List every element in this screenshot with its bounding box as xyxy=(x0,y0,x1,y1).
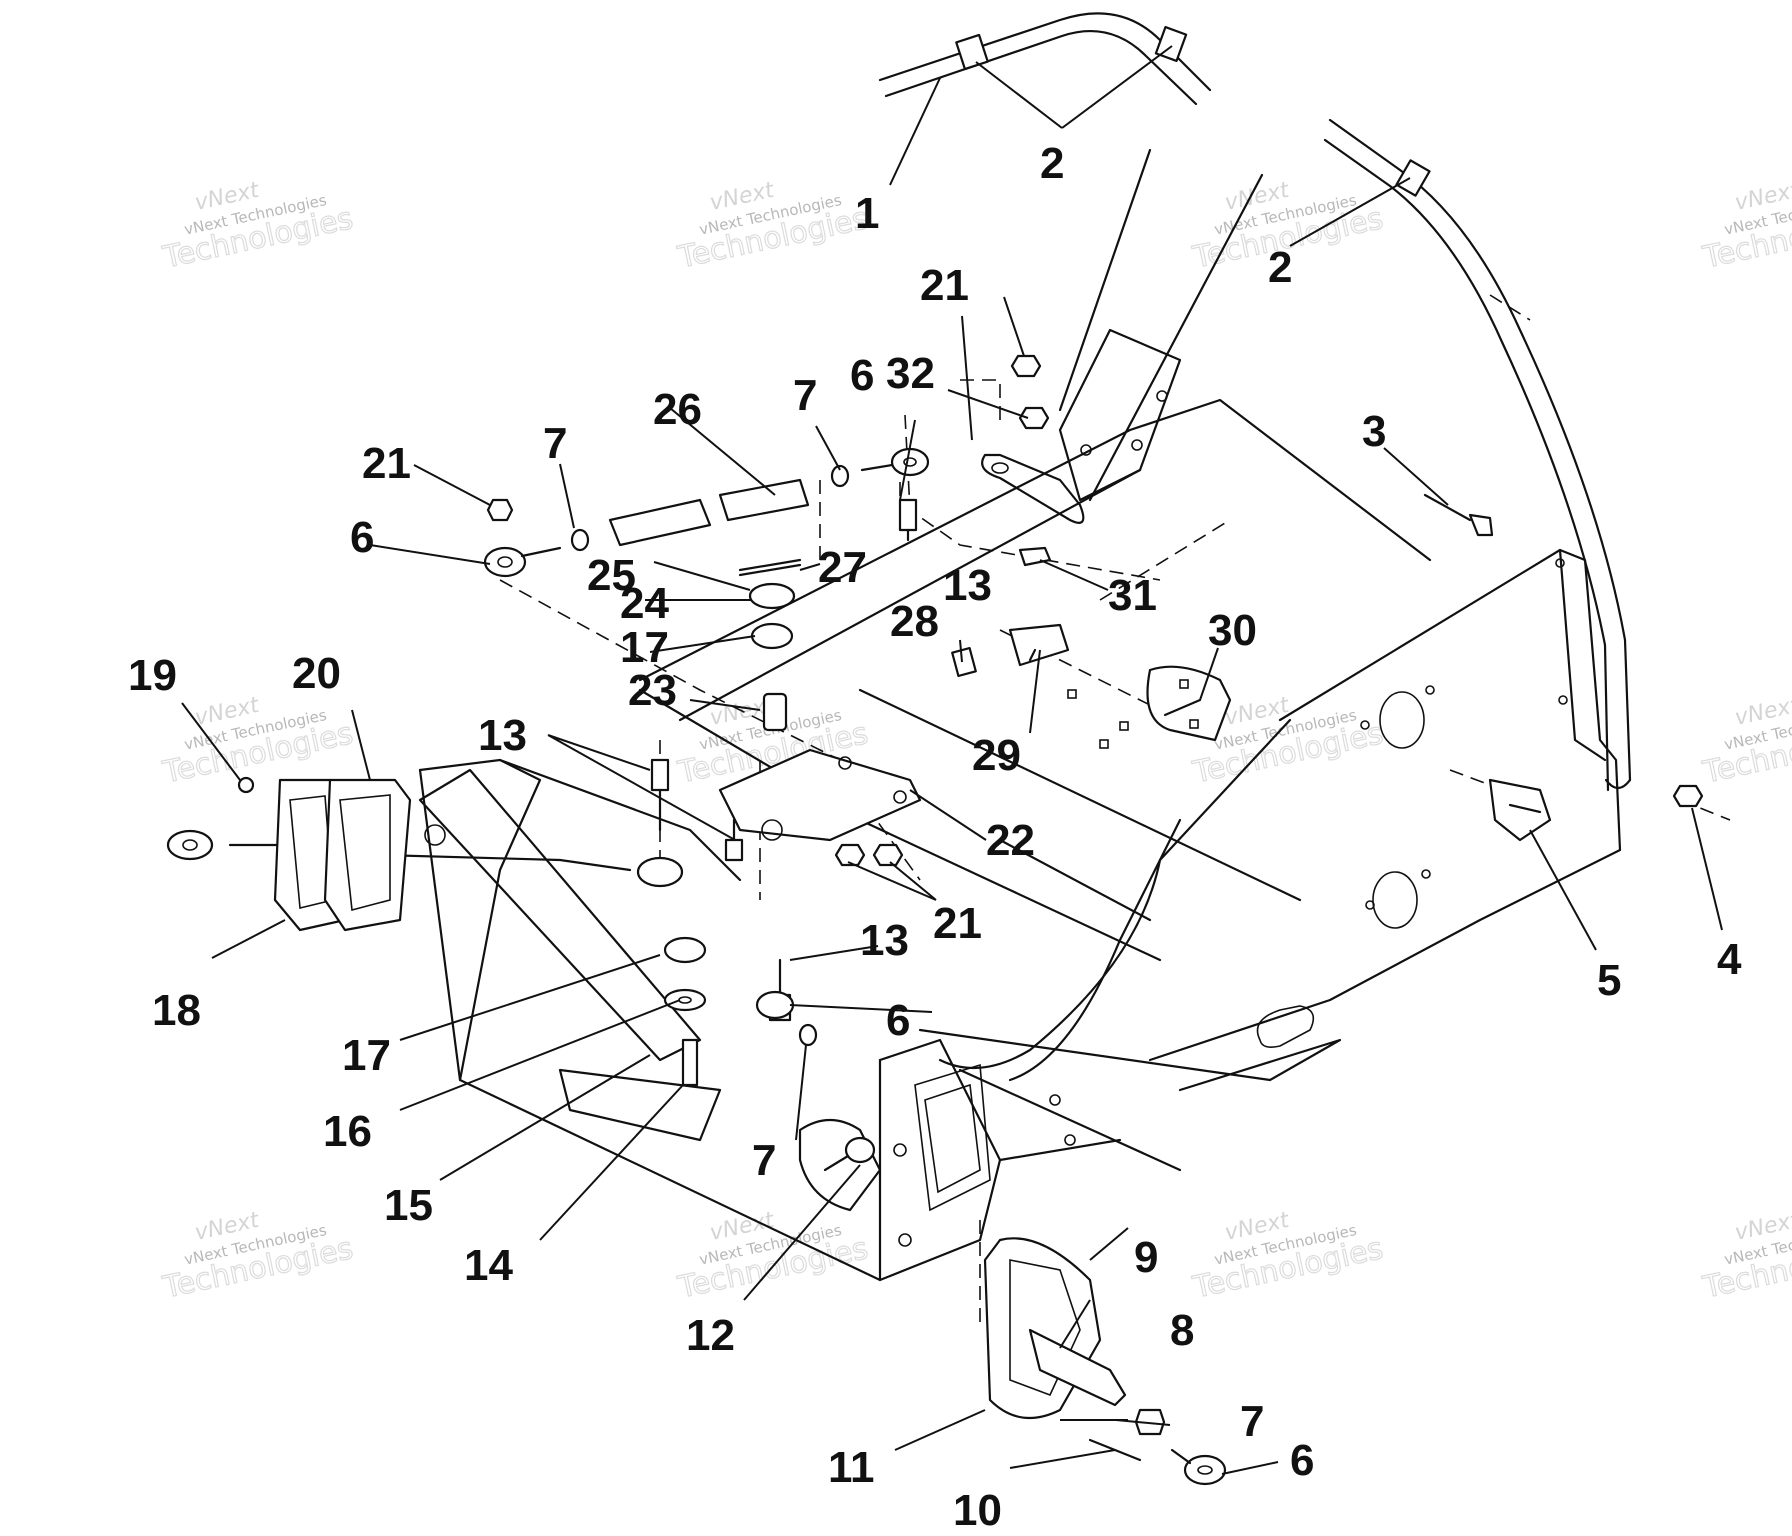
main-frame xyxy=(418,294,1731,1330)
handlebar-tube xyxy=(878,12,1632,792)
callout-29: 29 xyxy=(972,731,1021,780)
callout-6: 6 xyxy=(1290,1436,1314,1485)
callout-1: 1 xyxy=(855,189,879,238)
linkage-hardware xyxy=(166,354,1704,1486)
callout-18: 18 xyxy=(152,986,201,1035)
callout-6: 6 xyxy=(886,996,910,1045)
callout-5: 5 xyxy=(1597,956,1621,1005)
callout-16: 16 xyxy=(323,1107,372,1156)
callout-31: 31 xyxy=(1108,571,1157,620)
callout-15: 15 xyxy=(384,1181,433,1230)
callout-8: 8 xyxy=(1170,1306,1194,1355)
callout-7: 7 xyxy=(543,419,567,468)
callout-23: 23 xyxy=(628,666,677,715)
steering-column xyxy=(981,148,1264,524)
callout-3: 3 xyxy=(1362,407,1386,456)
callout-13: 13 xyxy=(478,711,527,760)
callout-13: 13 xyxy=(860,916,909,965)
callout-21: 21 xyxy=(362,439,411,488)
callout-7: 7 xyxy=(793,371,817,420)
callout-labels: 1 2 2 3 4 5 6 6 6 6 7 7 7 7 8 9 10 11 12… xyxy=(128,139,1742,1535)
leader-lines xyxy=(181,45,1723,1475)
callout-22: 22 xyxy=(986,816,1035,865)
callout-10: 10 xyxy=(953,1486,1002,1535)
callout-25: 25 xyxy=(587,551,636,600)
callout-6: 6 xyxy=(350,513,374,562)
callout-17: 17 xyxy=(342,1031,391,1080)
callout-20: 20 xyxy=(292,649,341,698)
callout-9: 9 xyxy=(1134,1233,1158,1282)
callout-32: 32 xyxy=(886,349,935,398)
callout-28: 28 xyxy=(890,597,939,646)
callout-11: 11 xyxy=(828,1443,875,1492)
callout-30: 30 xyxy=(1208,606,1257,655)
callout-6: 6 xyxy=(850,351,874,400)
callout-21: 21 xyxy=(933,899,982,948)
callout-7: 7 xyxy=(1240,1397,1264,1446)
callout-17: 17 xyxy=(620,623,669,672)
callout-27: 27 xyxy=(818,543,867,592)
callout-7: 7 xyxy=(752,1136,776,1185)
callout-4: 4 xyxy=(1717,935,1742,984)
callout-12: 12 xyxy=(686,1311,735,1360)
callout-26: 26 xyxy=(653,385,702,434)
callout-21: 21 xyxy=(920,261,969,310)
callout-19: 19 xyxy=(128,651,177,700)
callout-13: 13 xyxy=(943,561,992,610)
callout-24: 24 xyxy=(620,579,669,628)
callout-2: 2 xyxy=(1268,243,1292,292)
callout-14: 14 xyxy=(464,1241,513,1290)
callout-2: 2 xyxy=(1040,139,1064,188)
